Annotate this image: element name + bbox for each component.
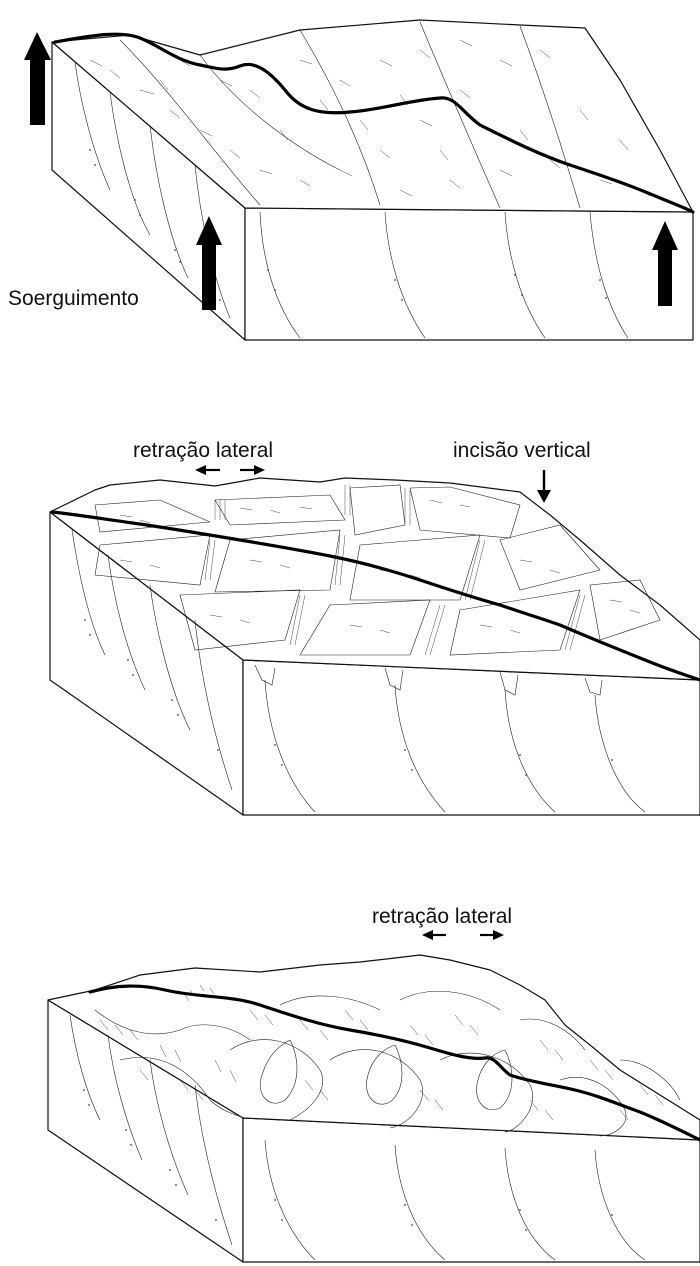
block-1-front-face [245,208,693,340]
up-arrow-icon [24,32,51,125]
lateral-retreat-label-2: retração lateral [372,905,512,928]
right-arrow-icon [480,930,504,940]
block-diagram-2: retração lateral incisão vertical [50,439,700,815]
right-arrow-icon [240,465,265,475]
left-arrow-icon [422,930,446,940]
block-2-front-face [243,660,700,815]
left-arrow-icon [195,465,220,475]
block-diagram-1: Soerguimento [8,20,693,340]
down-arrow-icon [537,470,551,503]
block-diagram-3: retração lateral [48,905,700,1262]
vertical-incision-label: incisão vertical [453,439,591,462]
block-3-front-face [243,1118,700,1262]
lateral-retreat-label-1: retração lateral [133,439,273,462]
uplift-label: Soerguimento [8,287,139,310]
